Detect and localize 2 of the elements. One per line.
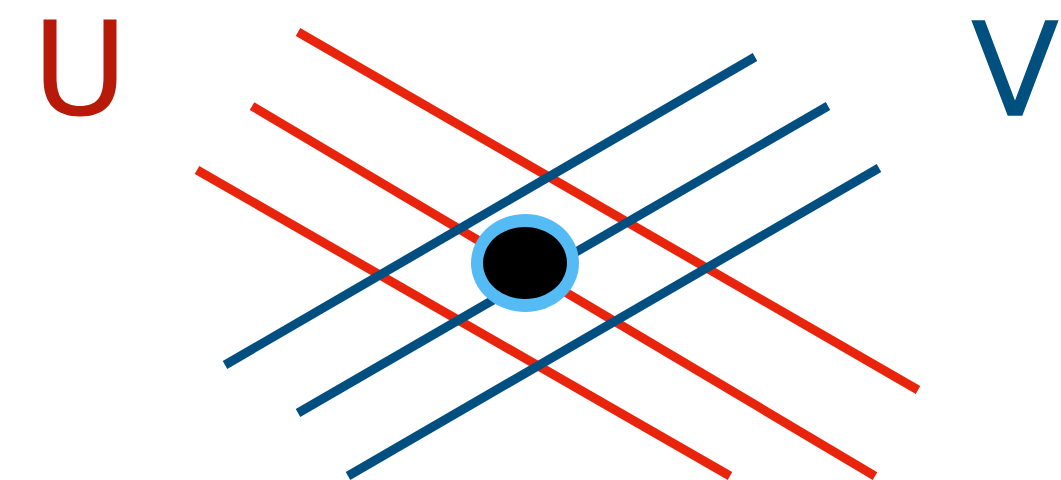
axis-letter: V	[971, 20, 1059, 116]
axis-letter: U	[43, 19, 117, 117]
